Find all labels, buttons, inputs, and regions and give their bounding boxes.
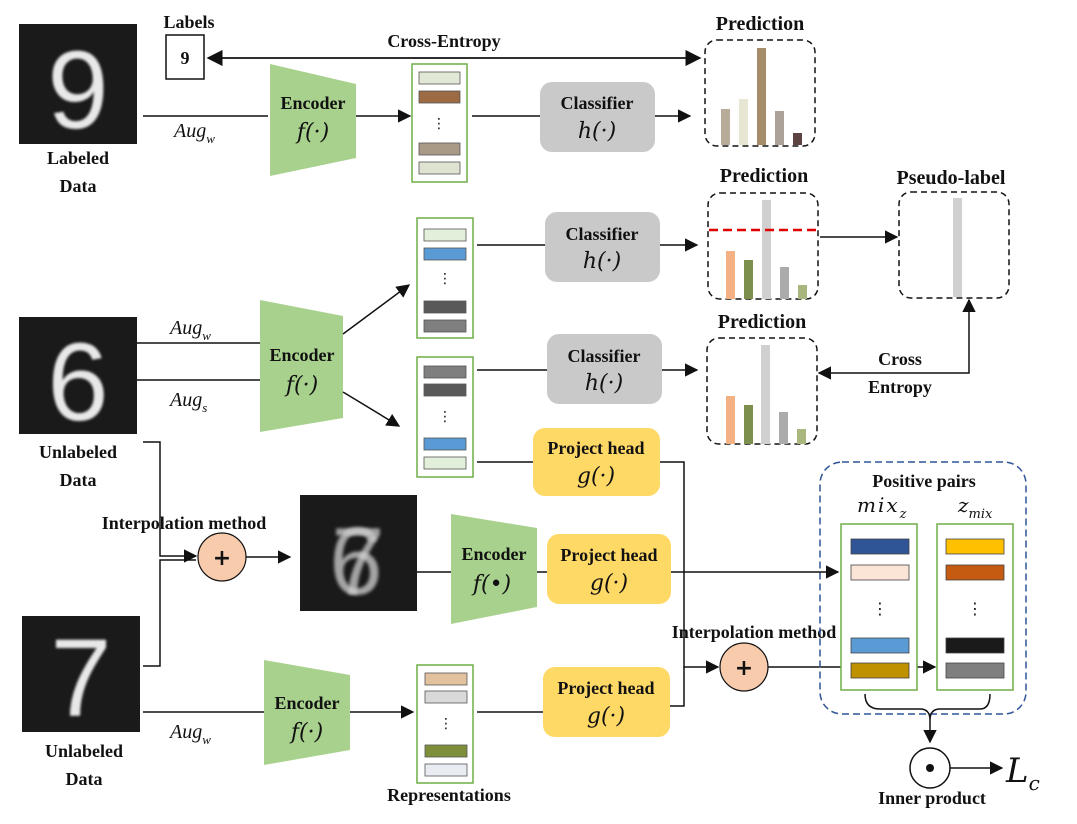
connector-6-to-plus [143,441,198,563]
inner-product-operator [909,747,951,789]
aug-w-label-2: Augw [168,317,211,343]
unlabeled-digit-image-6: 6 [19,317,137,444]
svg-text:Encoder: Encoder [281,93,346,113]
unlabeled-data-label-1: Unlabeled [39,442,117,462]
arrow-encoder2-to-rep-weak [342,284,411,335]
interpolation-method-label-2: Interpolation method [672,622,837,642]
classifier-1: Classifier h(·) [540,82,655,152]
project-head-2: Project head g(·) [547,534,671,604]
contrastive-loss-label: Lc [1005,751,1040,795]
mix-z-vector: ⋮ [840,523,918,691]
svg-text:7: 7 [331,508,384,615]
aug-s-label: Augs [168,389,207,415]
representation-vector-weak: ⋮ [416,217,474,339]
unlabeled-digit-image-7: 7 [22,616,140,740]
connector-projhead3-to-plus [670,667,685,707]
svg-text:g(·): g(·) [587,704,625,729]
unlabeled-data-label-4: Data [66,769,103,789]
positive-pairs-label: Positive pairs [872,471,976,491]
encoder-4: Encoder f(·) [264,660,350,765]
plus-operator-2: + [719,642,769,692]
prediction-title-1: Prediction [716,13,805,35]
svg-text:f(·): f(·) [289,720,323,745]
svg-text:Project head: Project head [547,438,644,458]
svg-text:Encoder: Encoder [275,693,340,713]
svg-text:Classifier: Classifier [561,93,634,113]
svg-text:⋮: ⋮ [967,599,983,618]
prediction-title-3: Prediction [718,311,807,333]
mix-z-label: mixz [857,493,909,522]
aug-w-label-3: Augw [168,721,211,747]
cross-entropy-connector [817,298,976,380]
svg-text:⋮: ⋮ [438,409,452,425]
connector-7-to-plus [143,559,196,667]
svg-text:⋮: ⋮ [439,716,453,732]
z-mix-label: zmix [957,493,993,522]
label-value: 9 [181,48,190,68]
prediction-chart-2 [707,192,819,300]
svg-text:⋮: ⋮ [872,599,888,618]
positive-pairs-box [819,461,1027,715]
pseudo-label-chart [898,191,1010,299]
prediction-chart-3 [706,337,818,445]
plus-operator-1: + [197,532,247,582]
cross-label: Cross [878,349,922,369]
svg-text:7: 7 [50,617,111,740]
encoder-2: Encoder f(·) [260,300,343,432]
representations-label: Representations [387,785,511,805]
svg-text:6: 6 [329,508,382,615]
svg-text:9: 9 [47,29,108,152]
svg-text:h(·): h(·) [585,371,623,396]
mixed-digit-image: 6 7 [300,495,417,615]
svg-text:Encoder: Encoder [270,345,335,365]
svg-text:6: 6 [47,321,108,444]
classifier-2: Classifier h(·) [545,212,660,282]
labeled-data-label-1: Labeled [47,148,109,168]
svg-text:⋮: ⋮ [438,271,452,287]
prediction-title-2: Prediction [720,165,809,187]
entropy-label: Entropy [868,377,932,397]
representation-vector-1: ⋮ [411,63,468,183]
pseudo-label-title: Pseudo-label [897,167,1006,189]
z-mix-vector: ⋮ [936,523,1014,691]
representation-vector-4: ⋮ [416,664,474,784]
interpolation-method-label-1: Interpolation method [102,513,267,533]
encoder-1: Encoder f(·) [270,64,356,176]
project-head-1: Project head g(·) [533,428,660,496]
representation-vector-strong: ⋮ [416,356,474,478]
svg-text:Classifier: Classifier [566,224,639,244]
connector-projhead1-to-plus [660,461,720,674]
prediction-chart-1 [704,39,816,147]
svg-text:f(·): f(·) [295,120,329,145]
label-box [165,34,205,80]
svg-text:f(·): f(·) [284,373,318,398]
svg-text:g(·): g(·) [590,571,628,596]
unlabeled-data-label-3: Unlabeled [45,741,123,761]
svg-text:⋮: ⋮ [432,116,446,132]
svg-text:Classifier: Classifier [568,346,641,366]
svg-text:Encoder: Encoder [462,544,527,564]
svg-text:+: + [735,656,753,681]
inner-product-label: Inner product [878,788,986,808]
labels-title: Labels [163,12,214,32]
svg-text:+: + [213,546,231,571]
project-head-3: Project head g(·) [543,667,670,737]
svg-text:g(·): g(·) [577,464,615,489]
svg-text:f(•): f(•) [471,572,511,597]
arrow-encoder2-to-rep-strong [342,391,401,427]
svg-text:h(·): h(·) [578,119,616,144]
cross-entropy-label: Cross-Entropy [387,31,500,51]
labeled-data-label-2: Data [60,176,97,196]
brace-to-inner-product [864,693,991,721]
unlabeled-data-label-2: Data [60,470,97,490]
svg-text:h(·): h(·) [583,249,621,274]
encoder-3: Encoder f(•) [451,514,537,624]
svg-text:Project head: Project head [557,678,654,698]
classifier-3: Classifier h(·) [547,334,662,404]
aug-w-label-1: Augw [172,120,215,146]
labeled-digit-image: 9 [19,24,137,152]
svg-text:Project head: Project head [560,545,657,565]
